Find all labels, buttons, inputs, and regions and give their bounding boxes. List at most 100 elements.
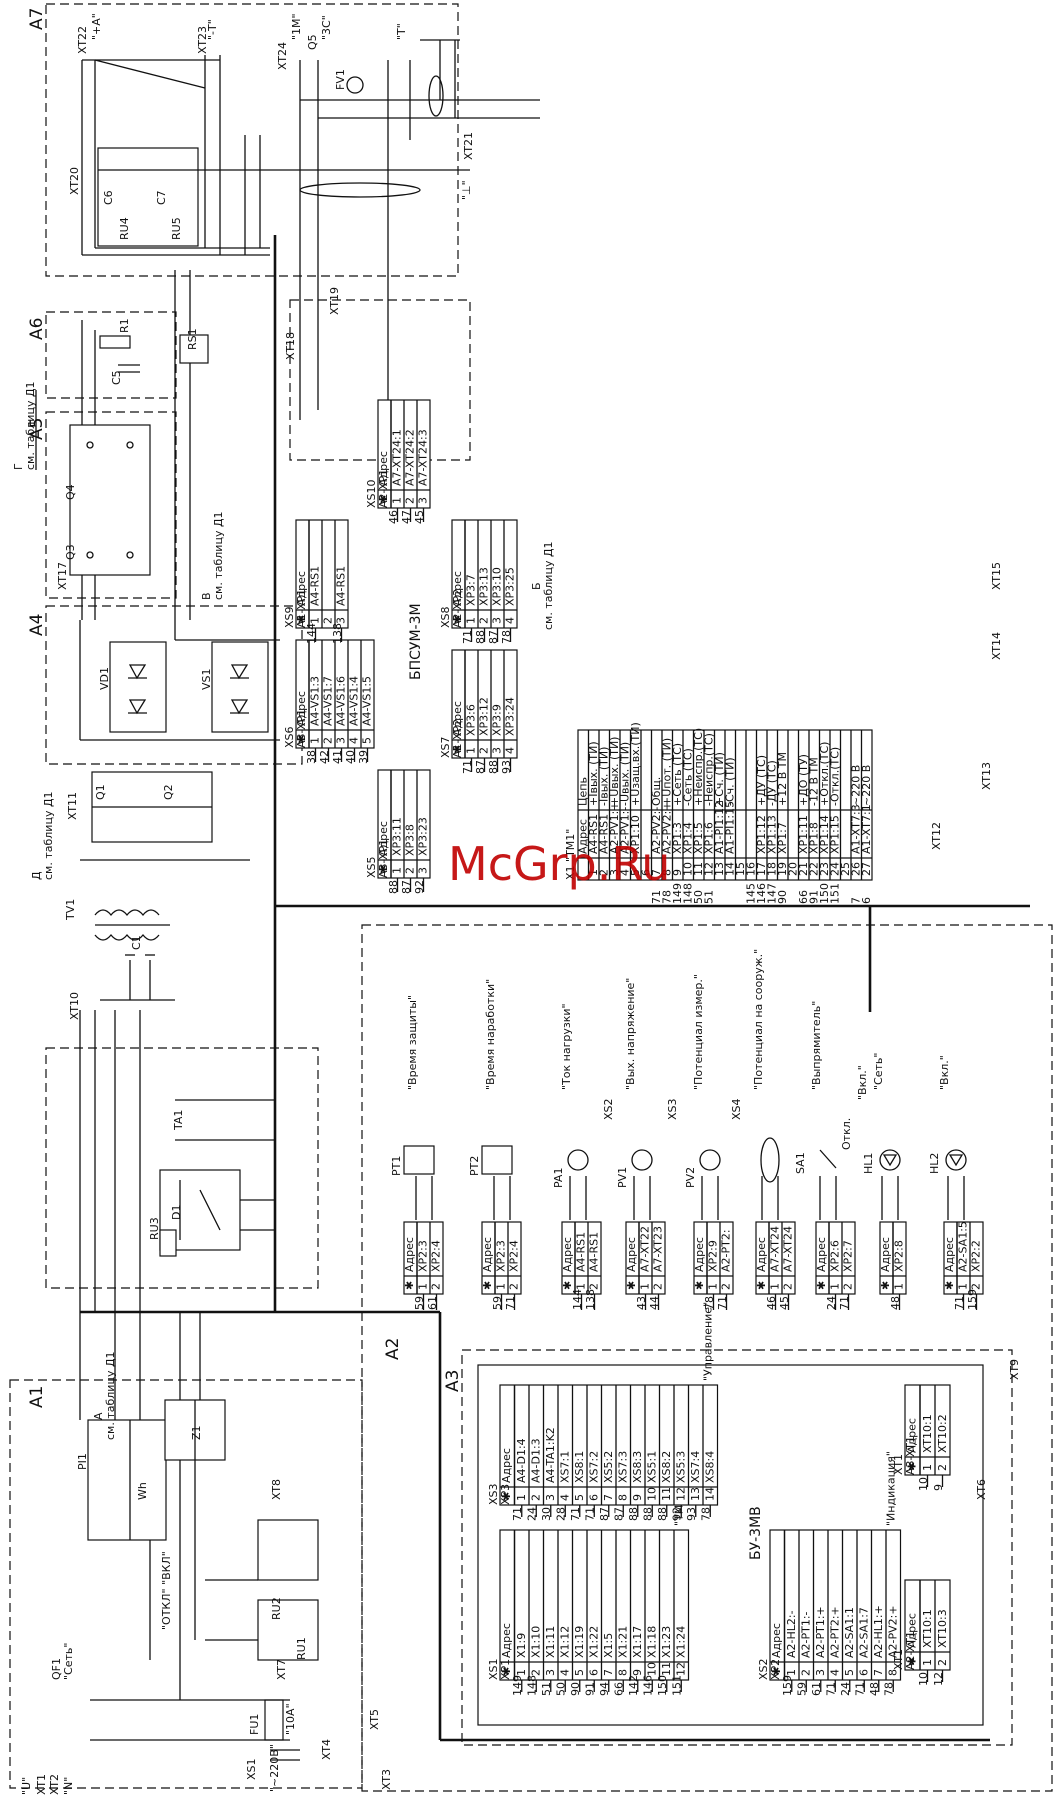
block-xt1b-wire-1: 10: [917, 1672, 930, 1686]
label-c7: C7: [155, 190, 168, 205]
label-xt1: XT1: [35, 1774, 48, 1795]
block-xs3-wire-10: 88: [642, 1507, 655, 1521]
label-xt18: XT18: [284, 332, 297, 360]
a1-circuit: [79, 1312, 319, 1761]
block-xs2-wire-4: 71: [825, 1682, 838, 1696]
label-xt13: XT13: [980, 762, 993, 790]
xt1-row-addr-3: A2-PV1:+: [608, 801, 621, 854]
instrument-panel: "Время защиты"PT1"Время наработки"PT2"То…: [390, 949, 984, 1310]
xt1-row-num-20: 20: [787, 862, 800, 876]
xt1-row-addr-5: XP1:10: [629, 815, 642, 854]
block-xs3-wire-1: 71: [511, 1507, 524, 1521]
instrument-pv2-symbol: [699, 1149, 721, 1171]
module-bpsum-title: БПСУМ-3М: [408, 603, 424, 680]
block-pa1-addr-header: Адрес: [561, 1237, 574, 1272]
tag-3c: "3С": [320, 15, 333, 40]
xt1-table-col-circuit: Цепь: [576, 777, 589, 806]
xt1-row-num-24: 24: [829, 862, 842, 876]
block-xs10-addr-2: A7-XT24:2: [403, 429, 416, 486]
tag-u: "U": [20, 1777, 33, 1795]
block-xs2-star: ✱: [770, 1667, 783, 1676]
block-pt1-frame: [403, 1221, 444, 1295]
block-pt2-star: ✱: [481, 1281, 494, 1290]
block-xs3-conn: XS3: [487, 1483, 500, 1505]
block-xs5-addr-1: XP3:11: [390, 817, 403, 856]
xt1-row-addr-9: XP1:3: [671, 822, 684, 854]
block-pt1-addr-2: XP2:4: [429, 1240, 442, 1272]
block-pt1-addr-1: XP2:3: [416, 1240, 429, 1272]
block-xs3-wire-11: 88: [656, 1507, 669, 1521]
block-xs1-pin-7: 7: [602, 1669, 615, 1676]
xt1-row-num-25: 25: [839, 862, 852, 876]
instrument-xs4-conn: XS4: [730, 1098, 743, 1120]
block-pa1-pin-2: 2: [587, 1283, 600, 1290]
instrument-sa1-on: "Вкл.": [856, 1065, 869, 1100]
block-xs5-addr-3: XP3:23: [416, 817, 429, 856]
label-vd1: VD1: [98, 667, 111, 690]
block-xs1-pin-10: 10: [645, 1662, 658, 1676]
label-xt17: XT17: [56, 562, 69, 590]
block-xs3-pin-9: 9: [631, 1494, 644, 1501]
label-z1: Z1: [190, 1425, 203, 1440]
block-xs1-wire-10: 146: [642, 1675, 655, 1696]
block-pt1-addr-header: Адрес: [403, 1237, 416, 1272]
block-xt1b-ref: A2-XT1: [904, 1631, 917, 1670]
block-xs2-addr-header: Адрес: [770, 1623, 783, 1658]
block-xs1-addr-11: X1:23: [660, 1626, 673, 1658]
xt1-row-circuit-7: Общ.: [650, 777, 663, 806]
block-xs3-addr-6: XS7:2: [587, 1451, 600, 1483]
instrument-pv1-label: PV1: [616, 1167, 629, 1188]
xt1-row-wire-12: 51: [703, 890, 716, 904]
block-pv2-pin-2: 2: [719, 1283, 732, 1290]
instrument-hl1-caption: "Сеть": [872, 1053, 885, 1090]
block-xs6-addr-header: Адрес: [295, 691, 308, 726]
block-xs9-pin-3: 3: [334, 617, 347, 624]
block-xs7-addr-3: XP3:9: [490, 704, 503, 736]
block-xs3-addr-5: XS8:1: [573, 1451, 586, 1483]
block-hl2-pin-1: 1: [956, 1283, 969, 1290]
xt1-row-num-6: 6: [640, 869, 653, 876]
block-sa1-wire-1: 24: [825, 1296, 838, 1310]
xt1-row-num-3: 3: [608, 869, 621, 876]
block-xs3-pin-2: 2: [529, 1494, 542, 1501]
xt1-row-addr-2: A4-RS1: [598, 814, 611, 854]
label-xt12: XT12: [930, 822, 943, 850]
block-hl1-addr-header: Адрес: [879, 1237, 892, 1272]
block-pt2-wire-1: 59: [491, 1296, 504, 1310]
block-xs8-addr-2: XP3:13: [477, 567, 490, 606]
instrument-pa1-caption: "Ток нагрузки": [560, 1003, 573, 1090]
tag-t: "Т": [395, 23, 408, 40]
block-pt1-star: ✱: [403, 1281, 416, 1290]
block-xs1-pin-2: 2: [529, 1669, 542, 1676]
block-pv2-pin-1: 1: [706, 1283, 719, 1290]
xt1-row-num-16: 16: [745, 862, 758, 876]
block-xs3-addr-9: XS8:3: [631, 1451, 644, 1483]
block-xs10-star: ✱: [377, 495, 390, 504]
bu-connectors: ✱Адрес1X1:91492X1:101483X1:11514X1:12505…: [487, 1302, 951, 1696]
block-xs5-ref: A3-XP1: [377, 839, 390, 878]
block-xs1-addr-8: X1:21: [616, 1626, 629, 1658]
instrument-xs3-conn: XS3: [666, 1098, 679, 1120]
block-xs4-wire-2: 45: [778, 1296, 791, 1310]
block-xs4-addr-1: A7-XT24: [768, 1226, 781, 1272]
block-pa1-wire-2: 138: [584, 1289, 597, 1310]
frame-a2: [361, 924, 1053, 1792]
block-xs4-pin-1: 1: [768, 1283, 781, 1290]
block-xs3-addr-2: A4-D1:3: [529, 1438, 542, 1483]
block-xs9-wire-3: 138: [331, 623, 344, 644]
label-xt11: XT11: [66, 792, 79, 820]
xt1-row-wire-9: 149: [671, 883, 684, 904]
block-xs5-addr-2: XP3:8: [403, 824, 416, 856]
block-xs9-star: ✱: [295, 615, 308, 624]
block-pv1-wire-2: 44: [648, 1296, 661, 1310]
label-xt6: XT6: [975, 1479, 988, 1500]
ref-d: Д: [30, 871, 43, 880]
block-xs3-wire-14: 78: [700, 1507, 713, 1521]
block-xs1-addr-3: X1:11: [544, 1626, 557, 1658]
block-xs3-addr-14: XS8:4: [703, 1451, 716, 1483]
xt1-row-addr-10: XP1:4: [682, 822, 695, 854]
block-xs2-caption: "Индикация": [885, 1451, 898, 1526]
xt1-row-circuit-9: +Сеть (ТС): [671, 743, 684, 806]
block-xt1-addr-header: Адрес: [906, 1418, 919, 1453]
block-xs6-pin-3: 3: [334, 737, 347, 744]
